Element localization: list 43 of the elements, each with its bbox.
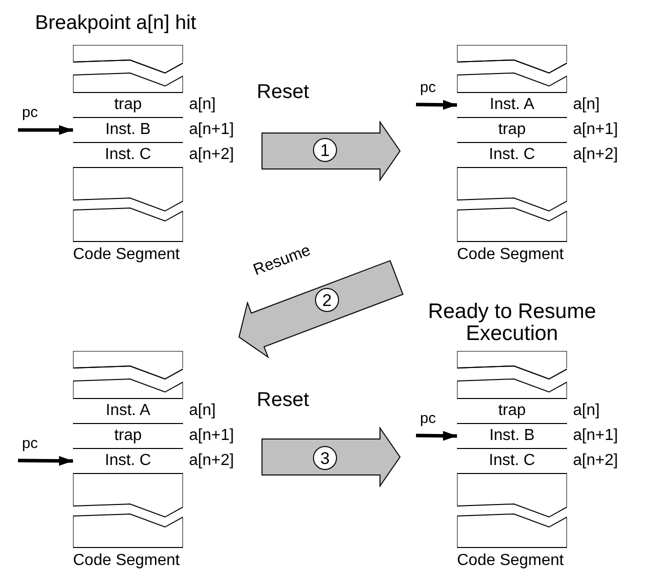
heading: Breakpoint a[n] hit [35,13,196,33]
segment-caption: Code Segment [457,247,564,263]
instruction-text: trap [114,428,142,444]
segment-caption: Code Segment [457,553,564,569]
address-label: a[n+1] [189,428,234,444]
segment-caption: Code Segment [73,553,180,569]
instruction-text: Inst. C [488,453,536,469]
instruction-text: Inst. C [104,453,152,469]
instruction-text: Inst. A [490,97,534,113]
pointer-arrow [18,456,74,466]
edge-label: Reset [256,82,309,102]
pointer-label: pc [420,410,436,426]
instruction-text: Inst. B [105,122,151,138]
address-label: a[n+2] [573,453,618,469]
instruction-text: trap [498,122,526,138]
block-arrow [262,120,401,182]
instruction-text: Inst. C [488,147,536,163]
segment-caption: Code Segment [73,247,180,263]
address-label: a[n+2] [189,147,234,163]
block-arrow [262,426,401,488]
address-label: a[n] [189,97,216,113]
pointer-arrow [416,430,458,441]
address-label: a[n] [573,403,600,419]
address-label: a[n] [189,403,216,419]
pointer-label: pc [420,80,436,94]
pointer-label: pc [22,436,38,450]
address-label: a[n+1] [573,428,618,444]
address-label: a[n] [573,97,600,113]
instruction-text: Inst. B [489,428,535,444]
heading: Ready to Resume Execution [426,301,598,345]
pointer-label: pc [22,105,38,120]
instruction-text: Inst. C [104,147,152,163]
address-label: a[n+1] [573,122,618,138]
edge-label: Reset [256,390,309,410]
pointer-arrow [416,100,458,110]
address-label: a[n+2] [189,453,234,469]
instruction-text: trap [114,97,142,113]
address-label: a[n+1] [189,122,234,138]
block-arrow [238,260,404,358]
instruction-text: Inst. A [106,403,150,419]
address-label: a[n+2] [573,147,618,163]
pointer-arrow [18,125,73,135]
instruction-text: trap [498,403,526,419]
